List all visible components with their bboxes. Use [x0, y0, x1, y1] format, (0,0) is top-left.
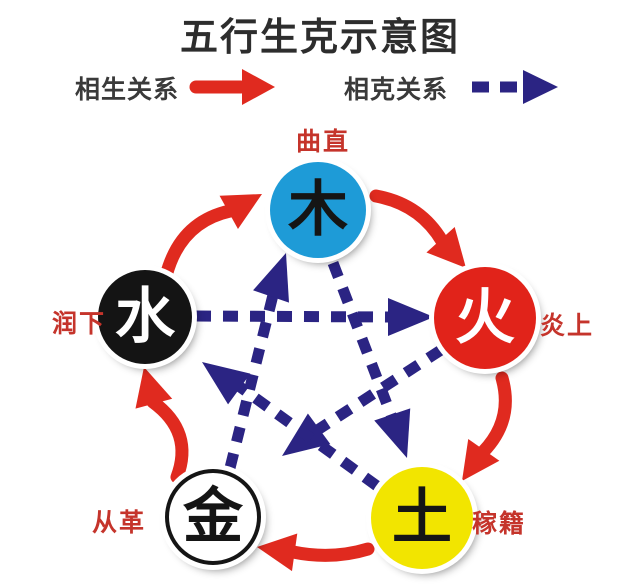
node-wood: 木 [270, 162, 366, 258]
earth-attribute-label: 稼籍 [472, 509, 527, 538]
water-character: 水 [115, 282, 175, 352]
node-fire: 火 [434, 267, 536, 369]
arrow-wood-overcomes-earth [327, 261, 411, 458]
legend-generation-label: 相生关系 [75, 75, 180, 104]
arrow-earth-to-metal [257, 533, 375, 572]
fire-character: 火 [455, 283, 515, 353]
arrow-metal-to-water [135, 367, 189, 484]
water-attribute-label: 润下 [52, 309, 107, 338]
arrow-fire-overcomes-metal [282, 345, 444, 456]
metal-character: 金 [183, 482, 243, 552]
arrow-wood-to-fire [369, 189, 466, 268]
legend-overcoming-arrow-icon [472, 70, 558, 104]
fire-attribute-label: 炎上 [540, 311, 595, 340]
arrow-metal-overcomes-wood [224, 253, 289, 470]
legend-overcoming-label: 相克关系 [344, 75, 449, 104]
page-title: 五行生克示意图 [179, 15, 460, 59]
legend-generation-arrow-icon [189, 69, 275, 105]
node-earth: 土 [371, 467, 473, 569]
node-metal: 金 [165, 469, 261, 565]
earth-character: 土 [392, 483, 452, 553]
wood-attribute-label: 曲直 [295, 127, 350, 156]
arrow-fire-to-earth [462, 371, 512, 481]
arrow-earth-overcomes-water [202, 362, 381, 491]
wood-character: 木 [288, 175, 348, 245]
node-water: 水 [98, 270, 192, 364]
arrow-water-overcomes-fire [195, 298, 434, 336]
metal-attribute-label: 从革 [92, 508, 147, 537]
arrow-water-to-wood [159, 194, 262, 283]
